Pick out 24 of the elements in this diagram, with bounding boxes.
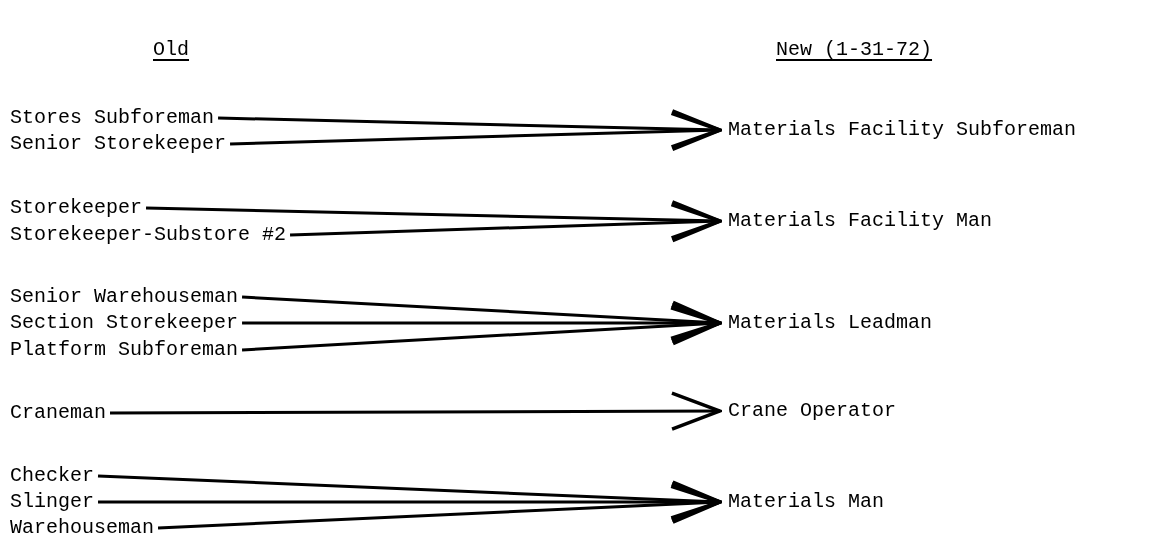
job-title: Checker bbox=[10, 466, 94, 486]
arrow bbox=[241, 306, 722, 352]
job-title: Slinger bbox=[10, 492, 94, 512]
job-title: Crane Operator bbox=[728, 401, 897, 421]
job-title: Storekeeper bbox=[10, 198, 143, 218]
job-title: Senior Warehouseman bbox=[10, 287, 239, 307]
arrow bbox=[290, 202, 722, 243]
job-title: Storekeeper-Substore #2 bbox=[10, 225, 287, 245]
job-title: Materials Man bbox=[728, 492, 885, 512]
job-title: Platform Subforeman bbox=[10, 340, 239, 360]
job-title: Section Storekeeper bbox=[10, 313, 239, 333]
job-title: Craneman bbox=[10, 403, 106, 423]
job-title: Warehouseman bbox=[10, 518, 155, 538]
job-title: Stores Subforeman bbox=[10, 108, 215, 128]
arrow bbox=[110, 391, 722, 431]
job-title: Senior Storekeeper bbox=[10, 134, 227, 154]
column-heading: New (1-31-72) bbox=[776, 40, 933, 60]
job-title: Materials Facility Subforeman bbox=[728, 120, 1077, 140]
arrow bbox=[157, 484, 722, 530]
column-heading: Old bbox=[153, 40, 189, 60]
arrow bbox=[97, 474, 722, 520]
job-title: Materials Leadman bbox=[728, 313, 933, 333]
job-title: Materials Facility Man bbox=[728, 211, 993, 231]
arrow bbox=[241, 295, 722, 341]
